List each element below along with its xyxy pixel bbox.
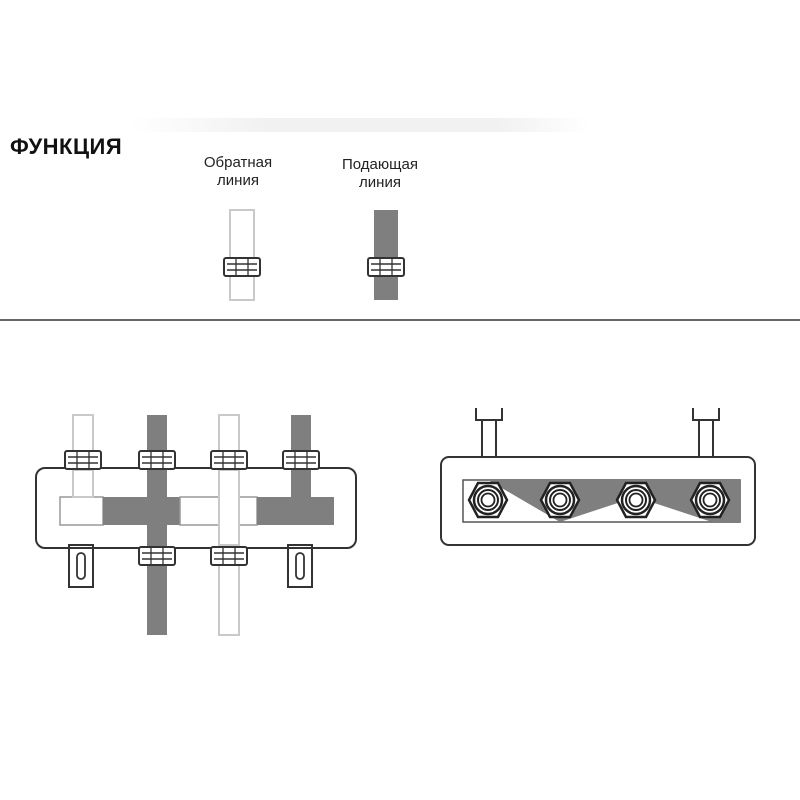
manifold-front-view bbox=[440, 408, 756, 546]
legend-supply-line1: Подающая bbox=[342, 156, 418, 173]
legend-return-pipe bbox=[223, 209, 261, 301]
header-shade bbox=[130, 118, 590, 132]
page-title: ФУНКЦИЯ bbox=[10, 134, 123, 159]
legend-return-label: Обратная линия bbox=[168, 154, 308, 190]
legend-supply-label: Подающая линия bbox=[310, 156, 450, 192]
legend-supply-pipe bbox=[367, 210, 405, 300]
legend-supply-line2: линия bbox=[359, 174, 401, 191]
legend-return-line2: линия bbox=[217, 172, 259, 189]
manifold-side-view bbox=[35, 414, 357, 636]
legend-return-line1: Обратная bbox=[203, 154, 273, 171]
